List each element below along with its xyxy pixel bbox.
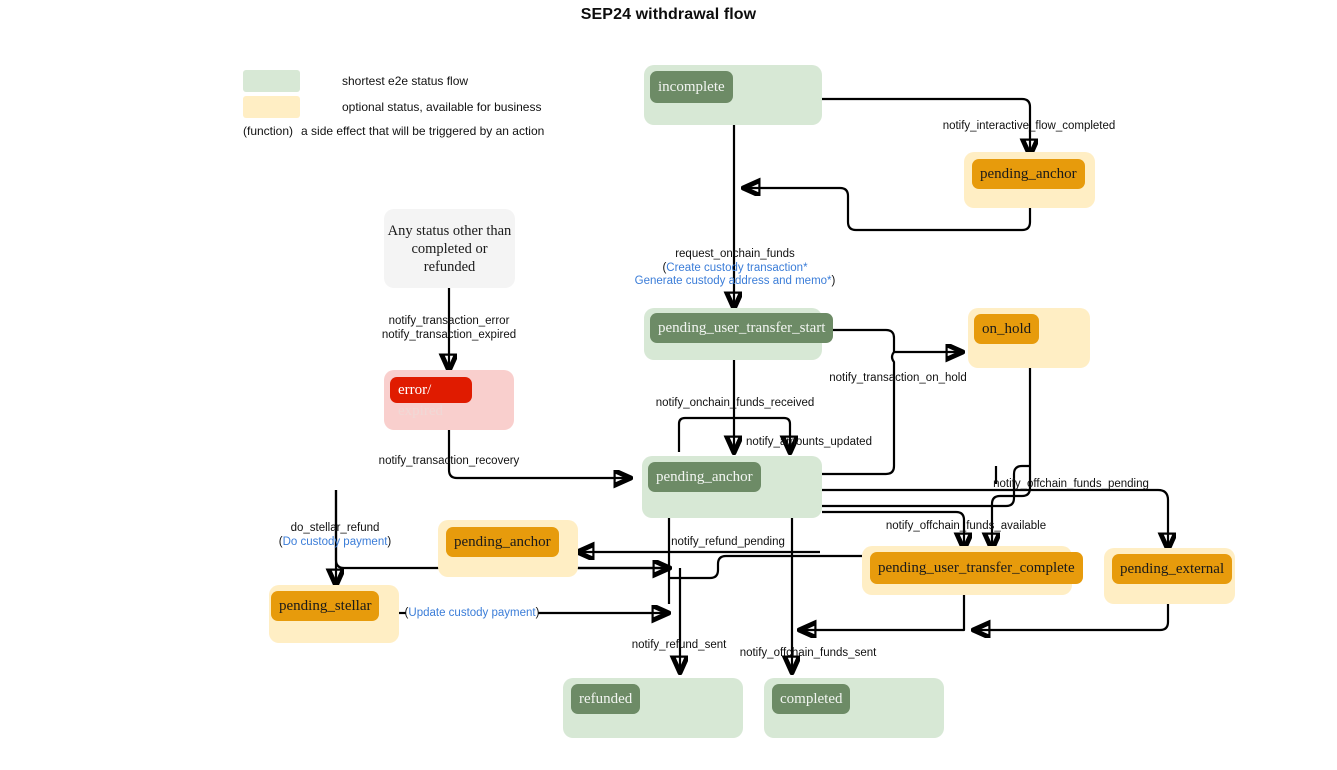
legend-item-function: (function) a side effect that will be tr…	[243, 124, 544, 138]
edge-label-notify-refund-pending: notify_refund_pending	[671, 536, 785, 548]
edge-label-notify-interactive-flow-completed: notify_interactive_flow_completed	[942, 120, 1116, 132]
node-error-expired-pill: error/	[390, 377, 472, 403]
edge-label-notify-transaction-on-hold: notify_transaction_on_hold	[829, 372, 967, 384]
node-pending-user-transfer-complete[interactable]: pending_user_transfer_complete	[862, 546, 1083, 595]
edge-label-create-custody-transaction-group: (Create custody transaction*	[662, 261, 807, 275]
edge-label-create-custody-transaction: Create custody transaction*	[666, 262, 808, 274]
node-completed[interactable]: completed	[764, 678, 944, 738]
legend-swatch-green	[243, 70, 300, 92]
node-any-status-label: Any status other than completed or refun…	[387, 222, 512, 275]
edge-label-notify-offchain-funds-pending: notify_offchain_funds_pending	[993, 478, 1149, 490]
node-pending-stellar[interactable]: pending_stellar	[269, 585, 399, 643]
node-pending-stellar-label: pending_stellar	[271, 591, 380, 621]
edge-label-generate-custody-address-group: Generate custody address and memo*)	[635, 274, 836, 288]
node-pending-anchor-refund[interactable]: pending_anchor	[438, 520, 578, 577]
edge-label-notify-onchain-funds-received: notify_onchain_funds_received	[655, 397, 815, 409]
edge-label-notify-offchain-funds-available: notify_offchain_funds_available	[885, 520, 1047, 532]
edge-label-notify-transaction-expired: notify_transaction_expired	[381, 329, 517, 341]
node-pending-anchor-center[interactable]: pending_anchor	[642, 456, 822, 518]
edge-label-update-custody-payment: Update custody payment	[408, 607, 536, 619]
edge-label-notify-amounts-updated: notify_amounts_updated	[746, 436, 872, 448]
edge-label-notify-offchain-funds-sent: notify_offchain_funds_sent	[739, 647, 877, 659]
paren-open-2: (	[278, 536, 283, 548]
edge-label-update-custody-payment-group: (Update custody payment)	[405, 606, 540, 620]
paren-open-3: (	[404, 607, 409, 619]
node-pending-external-label: pending_external	[1112, 554, 1233, 584]
paren-close-2: )	[387, 536, 392, 548]
legend-function-word: function	[247, 124, 290, 138]
node-error-expired-label-line2: expired	[398, 403, 443, 419]
legend-item-0: shortest e2e status flow	[243, 70, 468, 92]
node-pending-user-transfer-start-label: pending_user_transfer_start	[650, 313, 834, 343]
node-pending-anchor-top-label: pending_anchor	[972, 159, 1085, 189]
legend-function-description: a side effect that will be triggered by …	[301, 124, 545, 138]
node-completed-label: completed	[772, 684, 851, 714]
legend-paren-open: (	[243, 124, 247, 138]
edge-label-notify-transaction-error: notify_transaction_error	[388, 315, 510, 327]
node-on-hold[interactable]: on_hold	[968, 308, 1090, 368]
node-pending-anchor-refund-label: pending_anchor	[446, 527, 559, 557]
paren-open: (	[662, 262, 667, 274]
legend-label-0: shortest e2e status flow	[342, 74, 469, 88]
node-pending-anchor-top[interactable]: pending_anchor	[964, 152, 1095, 208]
edge-label-notify-refund-sent: notify_refund_sent	[631, 639, 727, 651]
node-incomplete-label: incomplete	[650, 71, 733, 103]
edge-label-do-custody-payment-group: (Do custody payment)	[279, 535, 392, 549]
node-incomplete[interactable]: incomplete	[644, 65, 822, 125]
edge-label-notify-transaction-recovery: notify_transaction_recovery	[378, 455, 520, 467]
node-refunded-label: refunded	[571, 684, 641, 714]
legend-label-1: optional status, available for business	[342, 100, 542, 114]
node-any-status[interactable]: Any status other than completed or refun…	[384, 209, 515, 288]
node-pending-external[interactable]: pending_external	[1104, 548, 1235, 604]
legend-swatch-yellow	[243, 96, 300, 118]
legend-paren-close: )	[289, 124, 294, 138]
page-title: SEP24 withdrawal flow	[580, 6, 757, 23]
edge-label-generate-custody-address: Generate custody address and memo*	[634, 275, 832, 287]
node-pending-user-transfer-start[interactable]: pending_user_transfer_start	[644, 308, 834, 360]
edge-label-do-custody-payment: Do custody payment	[282, 536, 388, 548]
node-refunded[interactable]: refunded	[563, 678, 743, 738]
paren-close: )	[831, 275, 836, 287]
legend-item-1: optional status, available for business	[243, 96, 541, 118]
paren-close-3: )	[535, 607, 540, 619]
node-error-expired[interactable]: error/ expired	[384, 370, 514, 430]
edge-label-do-stellar-refund: do_stellar_refund	[290, 522, 380, 534]
edge-label-request-onchain-funds: request_onchain_funds	[675, 248, 795, 260]
node-pending-anchor-center-label: pending_anchor	[648, 462, 761, 492]
node-on-hold-label: on_hold	[974, 314, 1040, 344]
node-pending-user-transfer-complete-label: pending_user_transfer_complete	[870, 552, 1083, 584]
